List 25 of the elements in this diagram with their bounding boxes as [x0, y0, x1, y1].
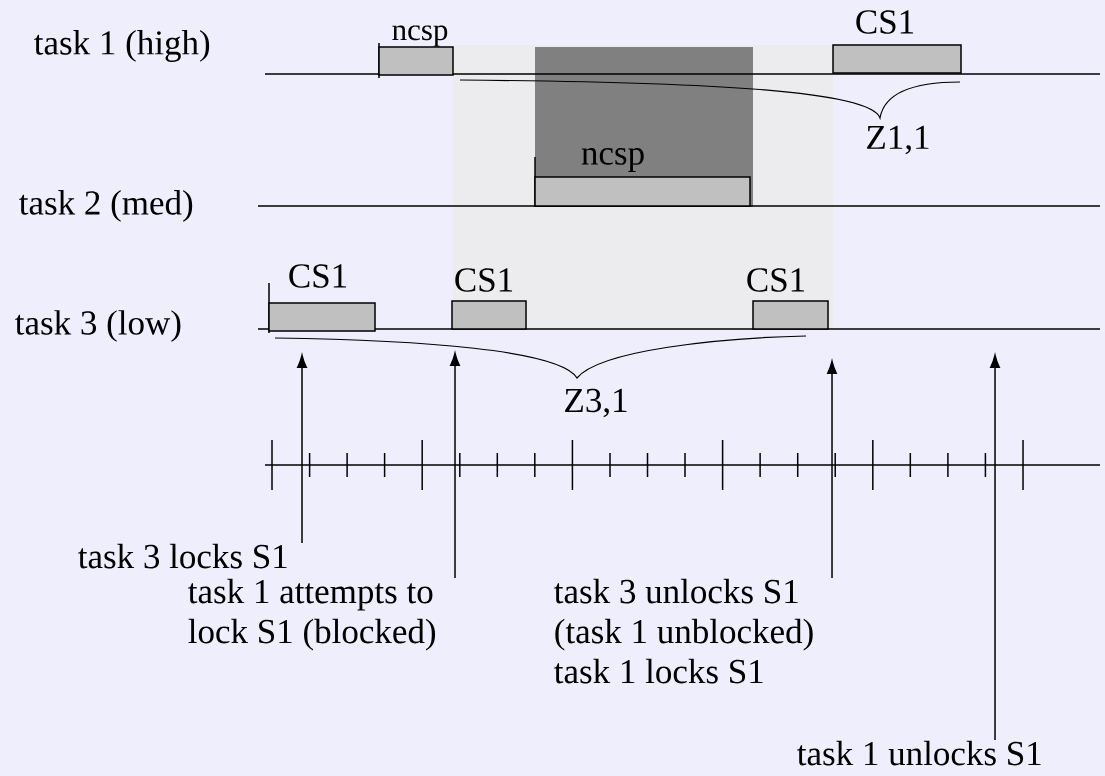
task-label: task 1 (high) — [34, 30, 210, 62]
segment-box: CS1 — [747, 268, 829, 330]
arrow — [827, 360, 837, 579]
node-label: ncsp — [581, 148, 644, 172]
node-label: CS1 — [289, 264, 347, 288]
node-label: CS1 — [455, 268, 513, 292]
brace-label: Z3,1 — [565, 388, 627, 418]
brace-label: Z1,1 — [867, 125, 929, 155]
node-label: CS1 — [856, 10, 914, 34]
segment-box: ncsp — [378, 25, 454, 76]
node-label: CS1 — [747, 268, 805, 292]
segment-box: CS1 — [268, 264, 376, 332]
arrow — [990, 354, 1000, 741]
segment-box: ncsp — [534, 148, 751, 207]
segment-box: CS1 — [832, 10, 962, 74]
arrow — [297, 354, 307, 544]
annotation-text: task 1 unlocks S1 — [797, 740, 1041, 766]
annotation-text: task 3 locks S1 — [78, 543, 287, 569]
task-label: task 2 (med) — [19, 190, 193, 222]
node-label: ncsp — [392, 25, 448, 47]
arrow — [450, 352, 460, 579]
annotation-text: task 3 unlocks S1 (task 1 unblocked) task 1 locks S1 — [554, 578, 813, 684]
annotation-text: task 1 attempts to lock S1 (blocked) — [188, 578, 436, 651]
task-label: task 3 (low) — [15, 310, 181, 342]
segment-box: CS1 — [451, 268, 527, 330]
